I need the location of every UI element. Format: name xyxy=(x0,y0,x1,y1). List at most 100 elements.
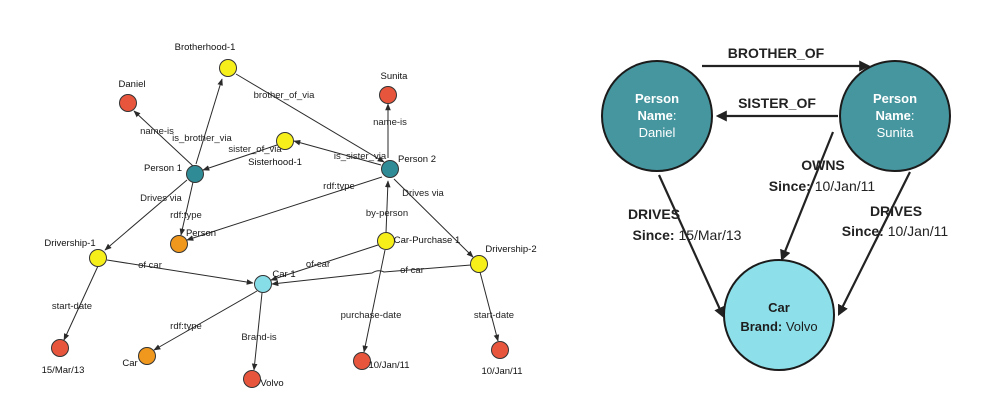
right-node-sunita: Person Name: Sunita xyxy=(839,60,951,172)
edge-label-drives-via-2: Drives via xyxy=(402,188,444,199)
edge-label-drives-via-1: Drives via xyxy=(140,193,182,204)
label-person-1: Person 1 xyxy=(144,163,182,174)
node-daniel xyxy=(119,94,137,112)
edge-label-rdf-type-car: rdf:type xyxy=(170,321,202,332)
edge-drivership2-car1 xyxy=(271,264,472,287)
big-node-car xyxy=(723,259,835,371)
label-brother-of: BROTHER_OF xyxy=(728,45,825,61)
big-node-car-brand: Brand: Volvo xyxy=(740,319,817,334)
big-node-sunita-name-key: Name: xyxy=(875,108,914,123)
label-drives-left: DRIVES xyxy=(628,206,680,222)
edge-car1-carclass xyxy=(153,290,258,351)
label-car-1: Car 1 xyxy=(272,269,295,280)
node-drivership-1 xyxy=(89,249,107,267)
label-drivership-2: Drivership-2 xyxy=(485,244,536,255)
edge-label-name-is-2: name-is xyxy=(373,117,407,128)
edge-drives-right xyxy=(838,171,911,316)
node-person-2 xyxy=(381,160,399,178)
edge-label-name-is-1: name-is xyxy=(140,126,174,137)
label-date-15-mar-13: 15/Mar/13 xyxy=(42,365,85,376)
label-sunita: Sunita xyxy=(381,71,409,82)
big-node-person-daniel xyxy=(601,60,713,172)
label-drivership-1: Drivership-1 xyxy=(44,238,95,249)
left-graph-node-labels: Brotherhood-1 Daniel Sunita Person 1 Sis… xyxy=(42,42,537,389)
edge-label-is-brother-via: is_brother_via xyxy=(172,133,232,144)
edge-person1-brotherhood xyxy=(195,78,223,165)
label-volvo: Volvo xyxy=(260,378,283,389)
edge-label-is-sister-via: is_sister_via xyxy=(334,151,387,162)
label-person-class: Person xyxy=(186,228,216,239)
label-person-2: Person 2 xyxy=(398,154,436,165)
node-car-1 xyxy=(254,275,272,293)
edge-label-start-date-1: start-date xyxy=(52,301,92,312)
edge-label-of-car-1: of car xyxy=(138,260,162,271)
label-sister-of: SISTER_OF xyxy=(738,95,816,111)
node-date-15-mar-13 xyxy=(51,339,69,357)
edge-carpurchase-person2 xyxy=(384,180,391,234)
edge-label-of-car-cp: of-car xyxy=(306,259,330,270)
node-drivership-2 xyxy=(470,255,488,273)
right-node-daniel: Person Name: Daniel xyxy=(601,60,713,172)
edge-carpurchase-date2 xyxy=(362,249,386,353)
big-node-car-type: Car xyxy=(768,300,790,315)
right-graph-edge-labels: BROTHER_OF SISTER_OF OWNS Since: 10/Jan/… xyxy=(628,45,948,243)
node-car-class xyxy=(138,347,156,365)
edge-label-brand-is: Brand-is xyxy=(241,332,277,343)
edge-label-by-person: by-person xyxy=(366,208,408,219)
edge-person1-daniel xyxy=(133,110,194,167)
edge-label-brother-of-via: brother_of_via xyxy=(254,90,315,101)
left-graph-nodes xyxy=(51,59,509,388)
node-brotherhood-1 xyxy=(219,59,237,77)
edge-label-of-car-2: of car xyxy=(400,265,424,276)
big-node-daniel-name-value: Daniel xyxy=(639,125,676,140)
edge-label-sister-of-via: sister_of_via xyxy=(228,144,282,155)
label-car-class: Car xyxy=(122,358,137,369)
label-owns: OWNS xyxy=(801,157,845,173)
edge-drivership1-date1 xyxy=(63,265,99,341)
left-graph-edges xyxy=(63,73,500,371)
label-drives-right: DRIVES xyxy=(870,203,922,219)
node-person-class xyxy=(170,235,188,253)
edge-label-start-date-2: start-date xyxy=(474,310,514,321)
edge-drivership2-date3 xyxy=(479,271,500,342)
edge-label-rdf-type-person2: rdf:type xyxy=(323,181,355,192)
label-date-10-jan-11-b: 10/Jan/11 xyxy=(481,366,522,377)
edge-sisterhood-person1 xyxy=(202,144,278,171)
label-car-purchase-1: Car-Purchase 1 xyxy=(394,235,461,246)
node-date-10-jan-11-b xyxy=(491,341,509,359)
edge-person1-drivership1 xyxy=(104,179,188,251)
label-daniel: Daniel xyxy=(119,79,146,90)
node-sunita xyxy=(379,86,397,104)
edge-brotherhood-person2 xyxy=(235,73,385,163)
edge-person1-personclass xyxy=(179,181,194,236)
label-drives-right-since: Since: 10/Jan/11 xyxy=(842,223,949,239)
node-sisterhood-1 xyxy=(276,132,294,150)
right-graph-edges xyxy=(657,60,911,319)
big-node-daniel-type: Person xyxy=(635,91,679,106)
label-drives-left-since: Since: 15/Mar/13 xyxy=(633,227,742,243)
label-brotherhood-1: Brotherhood-1 xyxy=(175,42,236,53)
edge-owns xyxy=(780,131,835,262)
node-date-10-jan-11-a xyxy=(353,352,371,370)
edge-label-rdf-type-person1: rdf:type xyxy=(170,210,202,221)
edge-drives-left xyxy=(657,174,725,319)
big-node-person-sunita xyxy=(839,60,951,172)
label-owns-since: Since: 10/Jan/11 xyxy=(769,178,876,194)
edge-car1-volvo xyxy=(251,292,263,371)
edge-person2-sisterhood xyxy=(293,139,382,166)
big-node-sunita-name-value: Sunita xyxy=(877,125,915,140)
edge-label-purchase-date: purchase-date xyxy=(341,310,402,321)
right-node-car: Car Brand: Volvo xyxy=(723,259,835,371)
edge-person2-personclass xyxy=(186,176,383,241)
node-volvo xyxy=(243,370,261,388)
edge-person2-drivership2 xyxy=(393,178,474,258)
label-sisterhood-1: Sisterhood-1 xyxy=(248,157,302,168)
node-person-1 xyxy=(186,165,204,183)
edge-drivership1-car1 xyxy=(106,259,254,285)
left-graph-edge-labels: name-is is_brother_via brother_of_via si… xyxy=(52,90,514,343)
edge-carpurchase-car1 xyxy=(270,244,379,281)
big-node-daniel-name-key: Name: xyxy=(637,108,676,123)
big-node-sunita-type: Person xyxy=(873,91,917,106)
label-date-10-jan-11-a: 10/Jan/11 xyxy=(368,360,409,371)
